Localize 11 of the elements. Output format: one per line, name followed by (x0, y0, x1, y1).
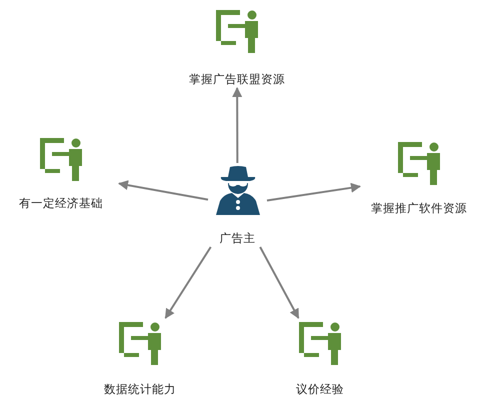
node-label: 议价经验 (296, 382, 344, 396)
arrow (266, 182, 361, 202)
arrow (118, 180, 208, 201)
node-label: 广告主 (220, 231, 256, 245)
arrow (164, 246, 212, 319)
arrow (232, 87, 242, 163)
node-label: 掌握广告联盟资源 (189, 72, 285, 86)
node-label: 掌握推广软件资源 (371, 201, 467, 215)
node-label: 有一定经济基础 (19, 196, 103, 210)
node-label: 数据统计能力 (104, 382, 176, 396)
arrow (259, 246, 300, 319)
